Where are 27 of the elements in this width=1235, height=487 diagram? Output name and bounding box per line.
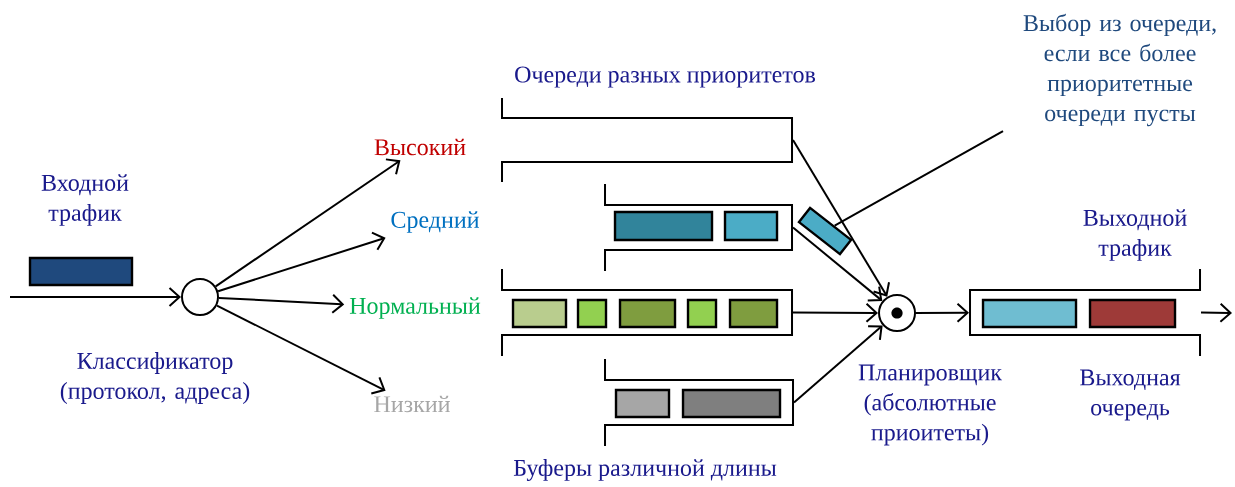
arrow (793, 325, 883, 404)
priority-label: Средний (391, 211, 479, 233)
priority-label: Низкий (374, 395, 450, 413)
arrow (217, 231, 386, 293)
caption-text: Классификатор (протокол, адреса) (60, 352, 250, 404)
caption-text: Планировщик (абсолютные приоитеты) (858, 364, 1002, 446)
queue-drawing (501, 97, 793, 183)
classifier-circle (181, 278, 219, 316)
queue-drawing (604, 183, 793, 272)
arrow (792, 139, 890, 297)
arrow (915, 302, 969, 323)
arrow (9, 287, 181, 307)
priority-label: Нормальный (349, 297, 481, 319)
leader-line (833, 130, 1004, 227)
queue-drawing (604, 358, 794, 447)
priority-label: Высокий (374, 138, 466, 156)
arrow (215, 304, 386, 395)
queue-drawing (501, 268, 793, 357)
scheduler-circle (878, 294, 916, 332)
caption-text: Выходная очередь (1080, 369, 1181, 421)
packet (797, 206, 853, 256)
arrow (214, 158, 401, 288)
arrow (1200, 302, 1232, 323)
queue-drawing (969, 268, 1201, 357)
callout-text: Выбор из очереди, если все более приоритетные очереди пусты (1023, 13, 1216, 127)
arrow (792, 302, 878, 323)
arrow (218, 293, 345, 314)
